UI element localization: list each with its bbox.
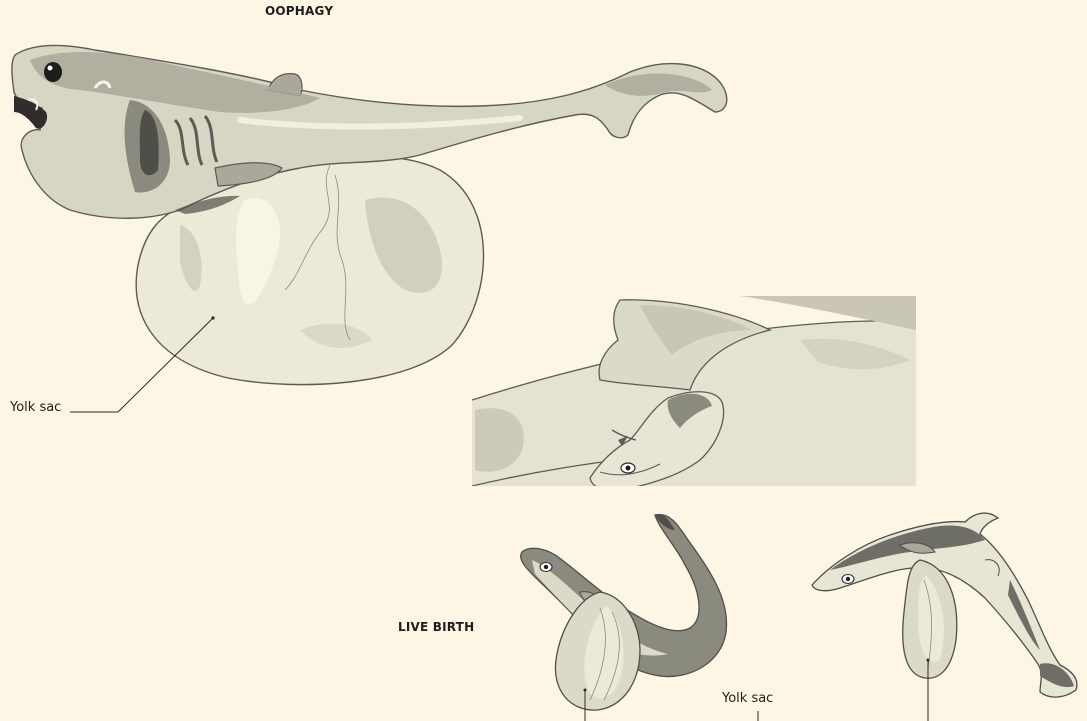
yolk-sac-label-upper: Yolk sac: [10, 400, 61, 415]
live-birth-pup-arched: [812, 513, 1077, 697]
uterus-inset: [472, 296, 916, 491]
oophagy-eye: [44, 62, 62, 82]
live-birth-pup-curled: [521, 514, 727, 710]
oophagy-heading: OOPHAGY: [265, 4, 333, 18]
live-birth-heading: LIVE BIRTH: [398, 620, 474, 634]
yolk-sac-label-lower: Yolk sac: [722, 691, 773, 706]
